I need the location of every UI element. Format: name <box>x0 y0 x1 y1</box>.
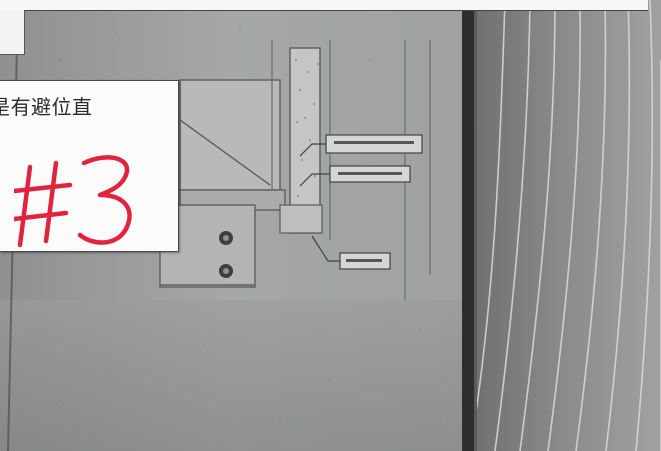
note-text: 是有避位直 <box>0 95 93 119</box>
top-paper-strip <box>0 0 648 11</box>
handwritten-mark <box>14 155 132 248</box>
bolt-marks <box>219 231 233 278</box>
small-paper-card <box>0 10 25 55</box>
note-card: 是有避位直 #3 <box>0 80 179 252</box>
